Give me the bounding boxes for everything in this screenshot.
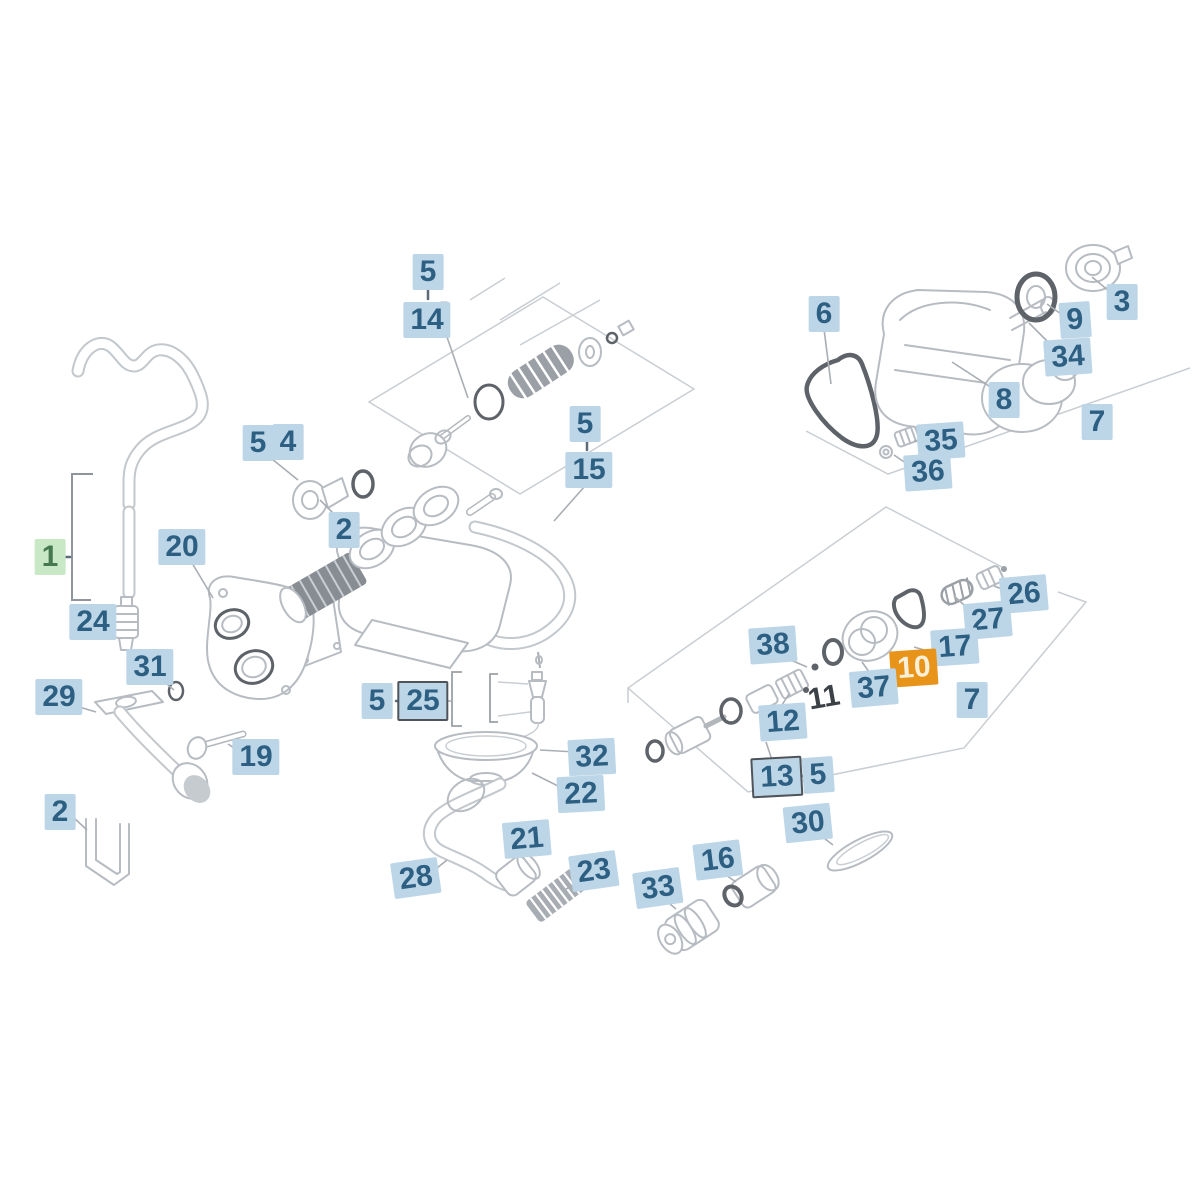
- part-label-5b[interactable]: 5: [569, 406, 601, 442]
- part-fitting-16: [722, 863, 780, 909]
- part-bolt-19: [186, 730, 247, 760]
- part-label-5c[interactable]: 5: [242, 425, 274, 461]
- part-label-2b[interactable]: 2: [44, 794, 76, 830]
- part-label-37[interactable]: 37: [848, 668, 900, 708]
- part-oil-seal-9-34: [1014, 271, 1058, 323]
- part-bearing-cover-3: [1065, 244, 1133, 292]
- part-label-24[interactable]: 24: [69, 604, 117, 640]
- part-ribbed-hose-23: [526, 869, 586, 922]
- bracket-item-1: [71, 473, 93, 601]
- part-label-19[interactable]: 19: [232, 739, 280, 775]
- part-label-33[interactable]: 33: [632, 866, 684, 910]
- part-label-5d[interactable]: 5: [361, 683, 393, 719]
- part-row-right: [645, 565, 1004, 763]
- part-label-20[interactable]: 20: [158, 529, 206, 565]
- part-label-29[interactable]: 29: [35, 679, 83, 715]
- part-label-22[interactable]: 22: [556, 774, 606, 814]
- part-label-12[interactable]: 12: [758, 702, 808, 742]
- part-label-17[interactable]: 17: [930, 627, 980, 667]
- part-pump-head-15: [279, 485, 577, 669]
- part-label-16[interactable]: 16: [692, 839, 744, 881]
- part-label-36[interactable]: 36: [903, 452, 953, 492]
- part-label-1[interactable]: 1: [34, 539, 66, 575]
- part-belt-6: [804, 352, 880, 449]
- part-fork-2: [85, 818, 130, 886]
- part-check-valve-25: [451, 651, 547, 741]
- part-label-21[interactable]: 21: [501, 819, 553, 859]
- part-label-8[interactable]: 8: [988, 382, 1020, 418]
- part-washer-36: [879, 445, 893, 459]
- part-filter-24: [113, 596, 139, 651]
- part-label-32[interactable]: 32: [567, 737, 617, 777]
- part-label-6[interactable]: 6: [808, 296, 840, 332]
- part-label-14[interactable]: 14: [403, 302, 451, 338]
- part-label-9[interactable]: 9: [1058, 300, 1092, 340]
- part-label-3[interactable]: 3: [1106, 284, 1138, 320]
- part-label-38[interactable]: 38: [748, 625, 798, 665]
- part-label-5e[interactable]: 5: [801, 755, 835, 795]
- part-gasket-30: [826, 830, 894, 872]
- part-label-7a[interactable]: 7: [1081, 404, 1113, 440]
- part-label-30[interactable]: 30: [782, 802, 834, 844]
- part-outlet-bracket-29: [94, 690, 211, 803]
- panel-outline-top-right: [805, 367, 1191, 475]
- part-label-23[interactable]: 23: [568, 849, 620, 893]
- part-label-5a[interactable]: 5: [412, 254, 444, 290]
- part-label-28[interactable]: 28: [390, 856, 442, 900]
- part-valve-5-4: [292, 469, 375, 520]
- part-suction-hose: [71, 336, 209, 600]
- part-fitting-33: [657, 898, 720, 955]
- part-label-34[interactable]: 34: [1043, 337, 1093, 377]
- part-label-2a[interactable]: 2: [328, 512, 360, 548]
- panel-outline-valve-kit: [367, 296, 696, 495]
- part-label-25[interactable]: 25: [397, 681, 449, 721]
- part-label-31[interactable]: 31: [126, 649, 174, 685]
- panel-outline-right: [627, 506, 1088, 793]
- valve-kit-contents: [407, 277, 635, 468]
- part-funnel-32-22: [434, 731, 538, 786]
- part-label-13[interactable]: 13: [750, 755, 804, 799]
- part-label-4[interactable]: 4: [272, 424, 304, 460]
- part-drain-hose-21-28: [422, 777, 541, 897]
- part-label-7b[interactable]: 7: [956, 682, 988, 718]
- part-oring-31: [167, 680, 185, 702]
- part-label-15[interactable]: 15: [565, 452, 613, 488]
- part-plug-35: [893, 425, 920, 448]
